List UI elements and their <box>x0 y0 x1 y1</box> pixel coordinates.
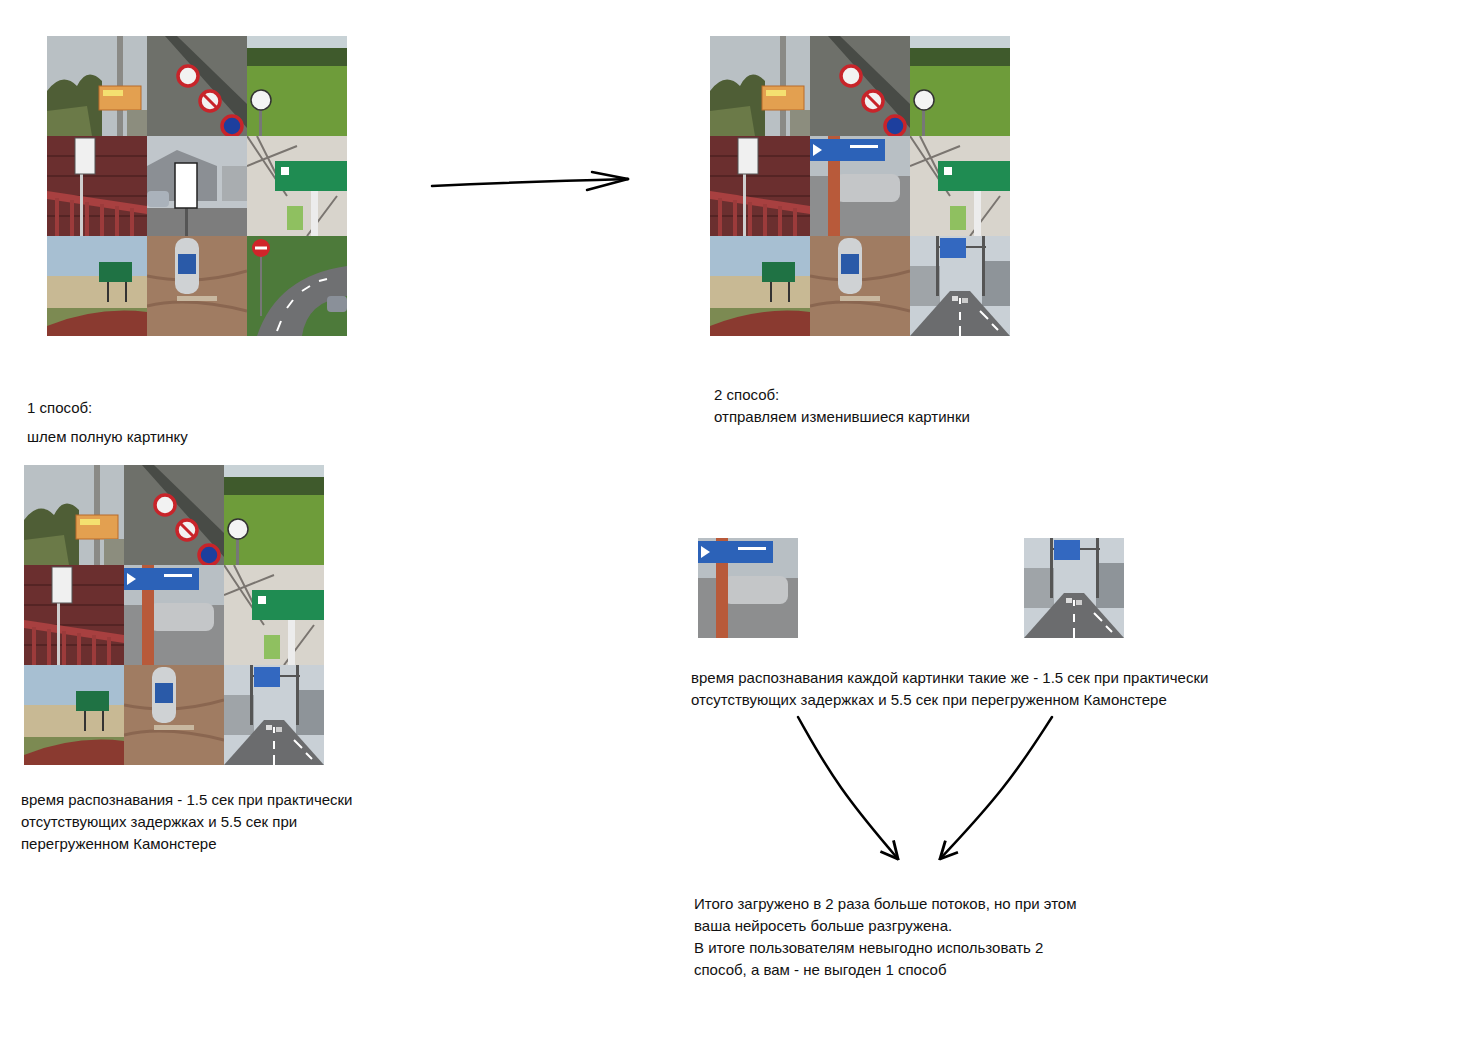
photo-tile <box>224 565 324 665</box>
photo-tile <box>24 665 124 765</box>
photo-tile <box>124 465 224 565</box>
grid-after <box>710 36 1010 336</box>
photo-tile <box>124 665 224 765</box>
hand-arrow <box>798 717 898 859</box>
photo-tile <box>47 236 147 336</box>
note-text: время распознавания - 1.5 сек при практи… <box>21 789 401 855</box>
hand-arrow <box>432 172 628 190</box>
paragraph-text: В итоге пользователям невыгодно использо… <box>694 937 1094 981</box>
photo-tile <box>224 665 324 765</box>
paragraph-text: время распознавания каждой картинки таки… <box>691 667 1236 711</box>
text-block: Итого загружено в 2 раза больше потоков,… <box>694 893 1094 981</box>
photo-tile <box>910 136 1010 236</box>
photo-tile <box>810 236 910 336</box>
note-text: шлем полную картинку <box>27 426 188 448</box>
paragraph-text: Итого загружено в 2 раза больше потоков,… <box>694 893 1094 937</box>
photo-tile <box>47 36 147 136</box>
note-text: 1 способ: <box>27 397 92 419</box>
photo-tile <box>247 36 347 136</box>
photo-tile <box>710 136 810 236</box>
photo-tile <box>24 565 124 665</box>
note-text: 2 способ: <box>714 384 779 406</box>
changed-photo <box>1024 538 1124 638</box>
changed-photo <box>698 538 798 638</box>
photo-tile <box>247 136 347 236</box>
text-block: время распознавания каждой картинки таки… <box>691 667 1236 711</box>
grid-before <box>47 36 347 336</box>
hand-arrow <box>940 717 1052 859</box>
photo-tile <box>24 465 124 565</box>
photo-tile <box>910 36 1010 136</box>
photo-tile <box>810 36 910 136</box>
photo-tile <box>224 465 324 565</box>
photo-tile <box>147 36 247 136</box>
photo-tile <box>247 236 347 336</box>
photo-tile <box>124 565 224 665</box>
photo-tile <box>810 136 910 236</box>
photo-tile <box>147 236 247 336</box>
note-text: отправляем изменившиеся картинки <box>714 406 970 428</box>
photo-tile <box>710 236 810 336</box>
photo-tile <box>910 236 1010 336</box>
photo-tile <box>710 36 810 136</box>
photo-tile <box>47 136 147 236</box>
photo-tile <box>147 136 247 236</box>
grid-full <box>24 465 324 765</box>
